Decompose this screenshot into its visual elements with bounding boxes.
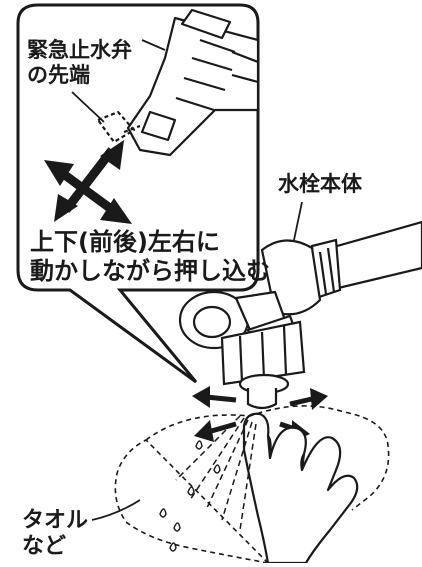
valve-tip-label-line2: の先端: [27, 63, 90, 88]
faucet-body-label: 水栓本体: [278, 172, 362, 196]
towel-outline: [114, 405, 390, 565]
instruction-line2: 動かしながら押し込む: [30, 256, 270, 285]
valve-tip-leader: [71, 91, 105, 123]
move-directions-arrow: [44, 140, 132, 224]
valve-top-leader: [141, 39, 166, 51]
valve-nut: [220, 320, 306, 410]
towel-label-line2: など: [22, 534, 67, 560]
valve-tip-label-line1: 緊急止水弁: [27, 38, 132, 62]
towel-label: タオル など: [22, 508, 88, 561]
water-spray: [175, 415, 257, 531]
towel-label-line1: タオル: [22, 508, 89, 533]
towel-leader: [91, 499, 141, 521]
faucet-leader: [293, 201, 303, 241]
valve-tip-label: 緊急止水弁 の先端: [27, 38, 132, 88]
instruction-line1: 上下(前後)左右に: [30, 228, 220, 256]
water-drops: [159, 440, 221, 552]
faucet-pipe: [310, 220, 422, 300]
instruction-text: 上下(前後)左右に 動かしながら押し込む: [30, 228, 270, 286]
zoomed-valve-illustration: [96, 8, 260, 157]
hand: [242, 412, 359, 565]
